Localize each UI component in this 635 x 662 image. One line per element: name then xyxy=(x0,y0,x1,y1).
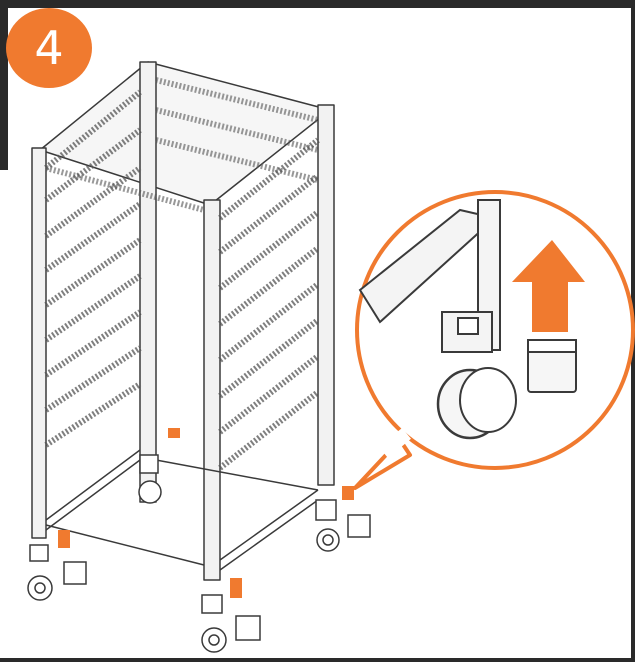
position-marker-icon xyxy=(230,578,242,598)
position-marker-icon xyxy=(342,486,354,500)
position-marker-icon xyxy=(58,530,70,548)
callout-pointer xyxy=(353,438,412,490)
caster-back-right xyxy=(315,499,371,552)
bottom-brace-front xyxy=(45,524,205,566)
bottom-brace-left xyxy=(45,449,141,521)
frame-left-border xyxy=(0,0,8,170)
position-marker-icon xyxy=(168,428,180,438)
shelf-rails-right xyxy=(218,137,320,471)
shelf-rails-left xyxy=(44,89,142,448)
rack-upright-front-left xyxy=(31,147,47,539)
step-number-badge: 4 xyxy=(6,8,92,88)
caster-back-left xyxy=(138,454,162,504)
caster-front-left xyxy=(27,544,87,601)
up-arrow-icon xyxy=(512,240,585,332)
frame-top-border xyxy=(0,0,635,8)
frame-bottom-border xyxy=(0,658,635,662)
rack-upright-front-right xyxy=(203,199,221,581)
bottom-brace-right xyxy=(219,489,319,561)
rack-top-frame xyxy=(39,61,331,206)
rack-upright-back-left xyxy=(139,61,157,503)
rack-upright-back-right xyxy=(317,104,335,486)
caster-front-right xyxy=(201,594,261,653)
depth-rails xyxy=(45,77,319,213)
detail-callout xyxy=(353,190,635,490)
